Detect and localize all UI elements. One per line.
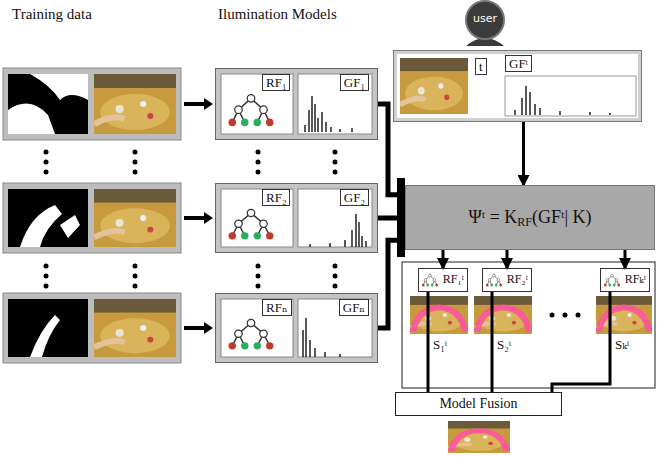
forest-box: RF₁ᵗ bbox=[418, 268, 468, 292]
forest-box: RF₂ᵗ bbox=[482, 268, 532, 292]
mask-image bbox=[8, 74, 88, 134]
fused-image bbox=[448, 421, 510, 453]
training-pairs bbox=[3, 68, 181, 363]
pair-frame bbox=[3, 293, 181, 363]
column-heading: Ilumination Models bbox=[218, 6, 337, 23]
connector bbox=[506, 250, 509, 268]
node-text: GF₁ bbox=[340, 74, 369, 91]
node-text: (GFᵗ| K) bbox=[532, 207, 592, 228]
connector bbox=[427, 292, 430, 392]
node-text: RF bbox=[517, 215, 532, 230]
segmentation-label: S₂ᵗ bbox=[497, 337, 511, 353]
mask-image bbox=[8, 299, 88, 357]
node-text: RF₂ bbox=[262, 189, 290, 206]
node-text: RFₙ bbox=[262, 299, 292, 316]
connector bbox=[442, 250, 445, 268]
connector bbox=[378, 240, 405, 328]
result-area bbox=[402, 262, 655, 388]
mask-shape bbox=[8, 74, 88, 134]
connector bbox=[491, 292, 494, 392]
connector bbox=[378, 104, 405, 195]
connector bbox=[522, 122, 525, 185]
pair-frame bbox=[3, 183, 181, 253]
illumination-model: RFₙ GFₙ bbox=[215, 293, 378, 363]
mask-shape bbox=[30, 315, 60, 357]
test-box: t GFᵗ bbox=[393, 50, 642, 122]
selection-band: Ψᵗ = KRF(GFᵗ| K) bbox=[405, 185, 655, 250]
connector bbox=[624, 250, 627, 268]
pair-frame bbox=[3, 68, 181, 140]
model-fills bbox=[215, 68, 378, 363]
node-text: GFₙ bbox=[339, 299, 369, 316]
user-icon bbox=[466, 1, 504, 46]
node-text: GFᵗ bbox=[505, 55, 532, 72]
mask-image bbox=[8, 189, 88, 247]
node-text: Ψᵗ = K bbox=[468, 207, 517, 228]
illumination-model: RF₁ GF₁ bbox=[215, 68, 378, 140]
node-text: Model Fusion bbox=[439, 396, 517, 412]
node-text: RFₖᵗ bbox=[625, 272, 646, 287]
node-text: GF₂ bbox=[340, 189, 369, 206]
user-node: user bbox=[466, 1, 504, 39]
connector bbox=[378, 216, 405, 221]
node-text: RF₁ᵗ bbox=[443, 272, 464, 287]
column-heading: Training data bbox=[12, 6, 92, 23]
photo bbox=[94, 189, 176, 247]
forest-box: RFₖᵗ bbox=[600, 268, 650, 292]
training-arrows bbox=[184, 98, 213, 334]
test-frame bbox=[393, 50, 642, 122]
mask-shape bbox=[20, 205, 80, 247]
fusion-fill bbox=[395, 392, 562, 416]
node-text: RF₁ bbox=[262, 74, 290, 91]
photo bbox=[94, 74, 176, 134]
node-text: user bbox=[466, 12, 504, 26]
illumination-model: RF₂ GF₂ bbox=[215, 183, 378, 253]
photo bbox=[94, 299, 176, 357]
connector bbox=[552, 292, 610, 392]
ellipsis-dots bbox=[44, 150, 338, 289]
segmentation-label: Sₖᵗ bbox=[615, 337, 629, 353]
node-text: RF₂ᵗ bbox=[507, 272, 528, 287]
segmentation-label: S₁ᵗ bbox=[433, 337, 447, 353]
node-text: t bbox=[475, 58, 487, 75]
fusion-box: Model Fusion bbox=[395, 392, 562, 416]
